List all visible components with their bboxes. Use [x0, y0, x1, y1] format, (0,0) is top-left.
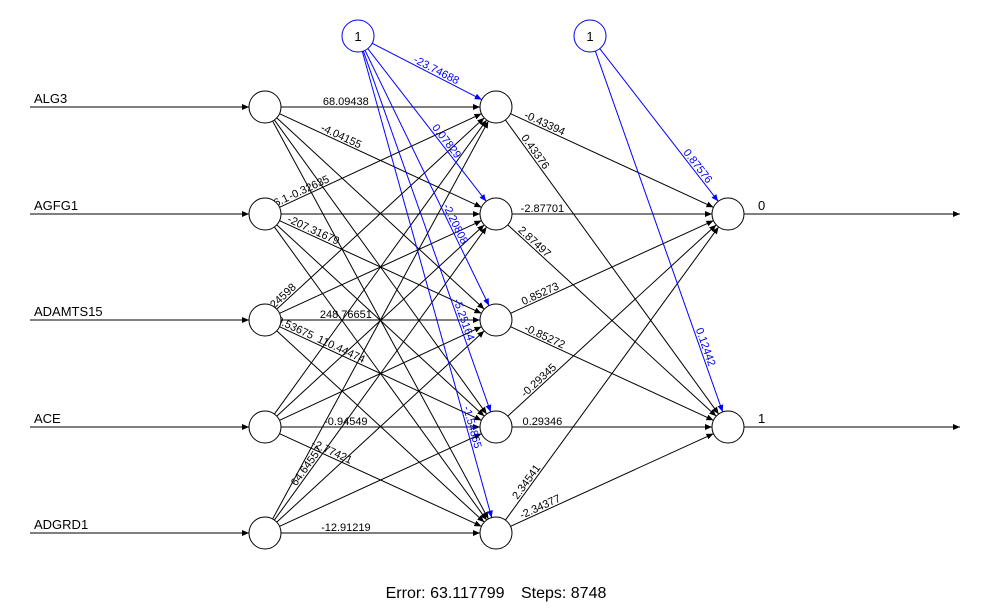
output-node [711, 410, 745, 444]
edge-input-hidden [273, 119, 488, 415]
hidden-node [479, 90, 513, 124]
edge-bias-output [594, 50, 724, 413]
weight-label: -0.94549 [324, 416, 367, 428]
edge-input-hidden [273, 226, 488, 521]
edge-hidden-output [510, 433, 714, 527]
edge-bias-hidden [371, 42, 483, 101]
edge-bias-hidden [364, 50, 490, 306]
edge-bias-hidden [367, 48, 487, 202]
edge-hidden-output [510, 220, 714, 314]
bias-weight-label: -2.20808 [440, 202, 470, 246]
bias-weight-label: -23.74688 [411, 54, 461, 87]
bias-weight-label: 0.12442 [693, 326, 718, 367]
input-label: ADGRD1 [34, 517, 88, 532]
hidden-node [479, 303, 513, 337]
edge-hidden-output [510, 113, 714, 208]
input-label: AGFG1 [34, 198, 78, 213]
edge-bias-output [599, 48, 719, 202]
output-label: 0 [758, 198, 765, 213]
bias-node [341, 19, 375, 53]
bias-node [573, 19, 607, 53]
edge-hidden-output [507, 224, 717, 417]
input-label: ADAMTS15 [34, 304, 103, 319]
edge-bias-hidden [362, 50, 492, 413]
weight-label: 2.87497 [515, 224, 552, 260]
weight-label: -2.87701 [521, 203, 564, 215]
edge-input-hidden [276, 330, 485, 523]
hidden-node [479, 516, 513, 550]
bias-node-label: 1 [586, 29, 593, 44]
input-node [248, 90, 282, 124]
weight-label: -0.32635 [287, 173, 331, 202]
weight-labels-layer: 68.09438 -4.04155 -0.32635 -207.31679 248.76… [261, 54, 717, 534]
edges-layer [30, 42, 960, 536]
weight-label: 68.09438 [323, 96, 369, 108]
bias-node-label: 1 [354, 29, 361, 44]
bias-weight-label: 0.87576 [681, 147, 715, 186]
edge-input-hidden [279, 113, 482, 208]
edge-input-hidden [272, 120, 489, 520]
edge-hidden-output [505, 226, 719, 521]
edge-bias-hidden [361, 51, 493, 518]
weight-label: 0.29346 [523, 416, 563, 428]
steps-value: 8748 [571, 585, 607, 602]
input-node [248, 410, 282, 444]
weight-label: 0.43376 [518, 132, 551, 171]
error-label: Error: [386, 585, 426, 602]
edge-input-hidden [276, 117, 485, 310]
weight-label: -0.29345 [519, 362, 559, 400]
error-value: 63.117799 [430, 585, 505, 602]
weight-label: -12.91219 [321, 522, 371, 534]
weight-label: -2.34377 [518, 493, 562, 522]
footer-text: Error: 63.117799 Steps: 8748 [386, 585, 607, 602]
output-label: 1 [758, 411, 765, 426]
nodes-layer [248, 19, 745, 550]
input-label: ACE [34, 411, 61, 426]
output-node [711, 197, 745, 231]
hidden-node [479, 410, 513, 444]
edge-input-hidden [279, 433, 482, 527]
input-node [248, 303, 282, 337]
hidden-node [479, 197, 513, 231]
weight-label: 2.34541 [510, 463, 543, 502]
weight-label: 248.76651 [320, 309, 372, 321]
steps-label: Steps: [521, 585, 566, 602]
weight-label: -0.85272 [522, 322, 566, 351]
weight-label: -4.04155 [319, 122, 363, 151]
input-label: ALG3 [34, 91, 67, 106]
weight-label: 110.44474 [315, 334, 366, 366]
input-node [248, 516, 282, 550]
weight-label: -207.31679 [285, 214, 341, 248]
weight-label: 0.85273 [520, 281, 561, 308]
input-node [248, 197, 282, 231]
